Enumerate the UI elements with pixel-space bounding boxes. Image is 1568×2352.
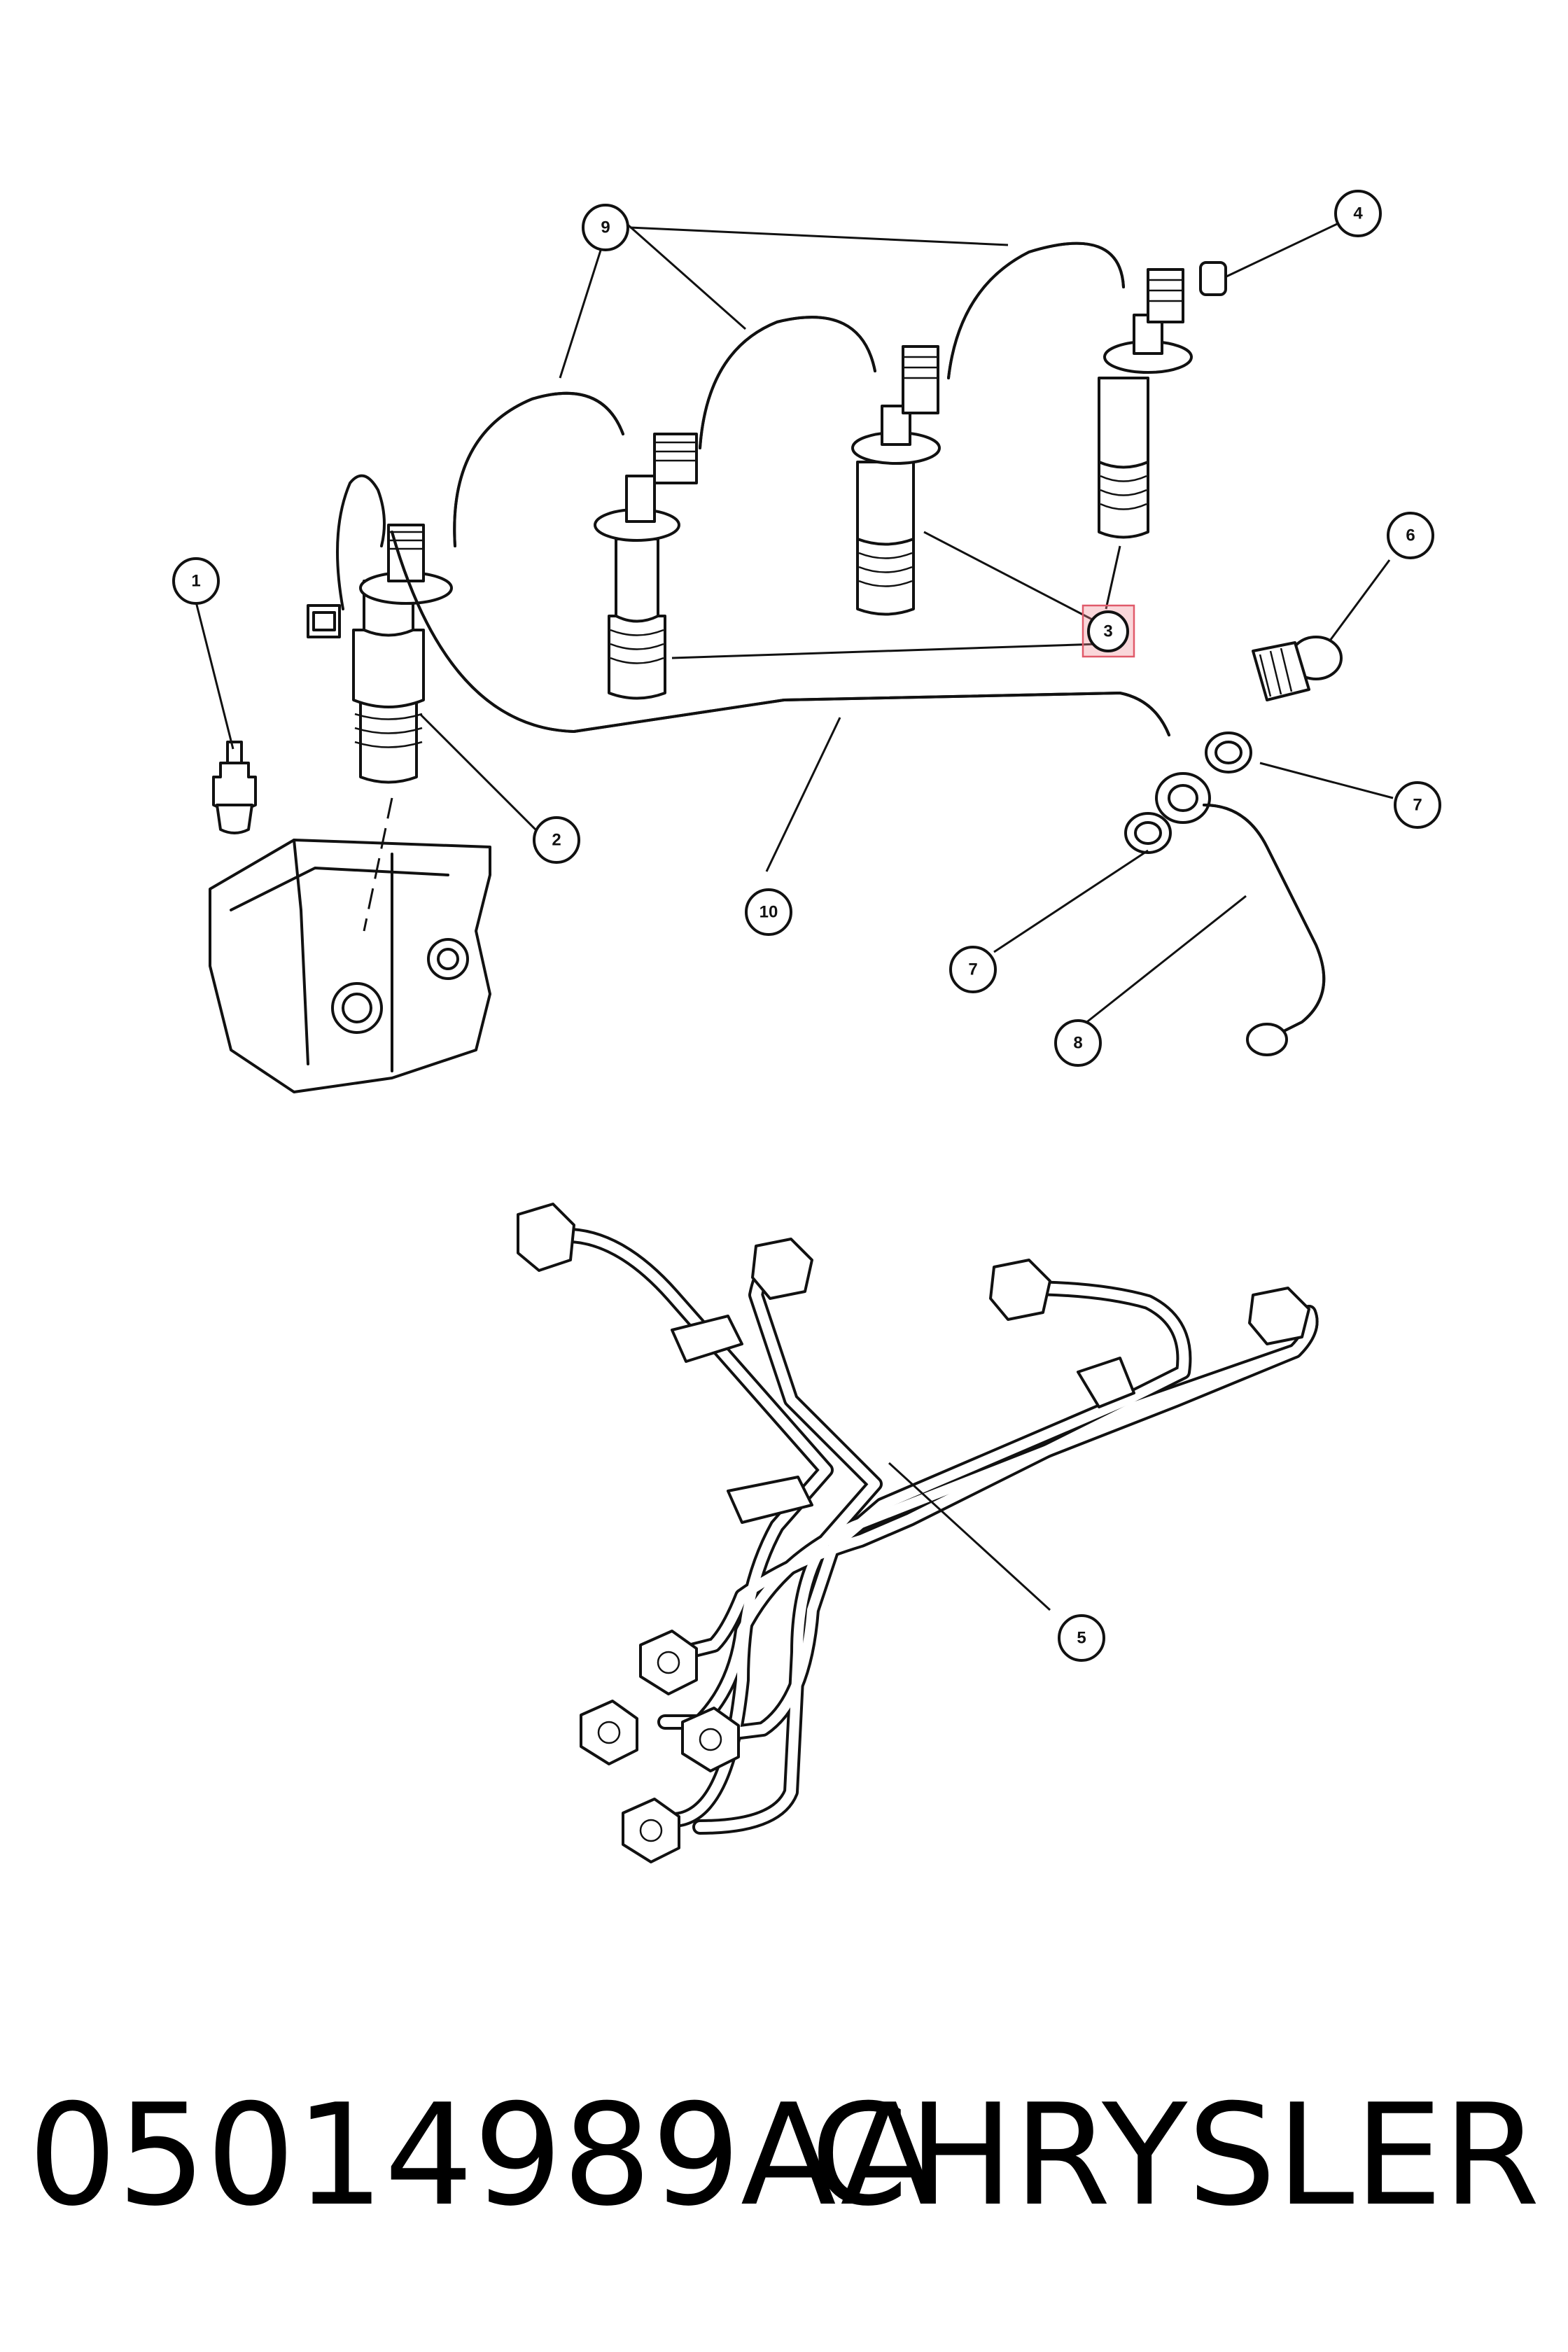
svg-text:1: 1 <box>191 572 200 591</box>
washer-7-upper-inner <box>1214 741 1242 764</box>
washer-7-lower-inner <box>1134 821 1162 845</box>
callout-5[interactable]: 5 <box>1058 1614 1105 1662</box>
callout-8[interactable]: 8 <box>1054 1019 1102 1067</box>
cap-4 <box>1199 261 1227 296</box>
callout-1[interactable]: 1 <box>172 557 220 605</box>
banjo-bolt-6 <box>1252 636 1343 701</box>
callout-7-upper[interactable]: 7 <box>1394 781 1441 829</box>
return-line <box>391 531 1170 736</box>
svg-text:7: 7 <box>968 960 977 979</box>
injector-2 <box>594 433 698 700</box>
callout-6[interactable]: 6 <box>1387 512 1434 559</box>
svg-text:10: 10 <box>760 903 778 922</box>
svg-text:8: 8 <box>1073 1034 1082 1053</box>
callout-3[interactable]: 3 <box>1087 610 1129 652</box>
svg-text:2: 2 <box>552 831 561 850</box>
callout-10[interactable]: 10 <box>745 888 792 936</box>
svg-text:3: 3 <box>1103 622 1112 641</box>
svg-text:5: 5 <box>1077 1629 1086 1648</box>
leak-off-hoses <box>453 241 1125 547</box>
fuel-line-8 <box>1155 772 1326 1056</box>
svg-text:4: 4 <box>1353 204 1363 223</box>
part-number: 05014989AA <box>28 2074 937 2237</box>
injector-4 <box>1098 268 1193 539</box>
injector-3 <box>851 345 941 616</box>
svg-text:6: 6 <box>1406 526 1415 545</box>
svg-text:7: 7 <box>1413 796 1422 815</box>
brand-name: CHRYSLER <box>810 2074 1540 2237</box>
engine-block <box>209 797 491 1093</box>
injection-line-set-5 <box>517 1203 1319 1863</box>
callout-4[interactable]: 4 <box>1334 190 1382 237</box>
svg-text:9: 9 <box>601 218 610 237</box>
sensor-1 <box>212 741 257 834</box>
callout-7-lower[interactable]: 7 <box>949 946 997 993</box>
caption-bar: 05014989AA CHRYSLER <box>0 2065 1568 2247</box>
callout-9[interactable]: 9 <box>582 204 629 251</box>
callout-2[interactable]: 2 <box>533 816 580 864</box>
